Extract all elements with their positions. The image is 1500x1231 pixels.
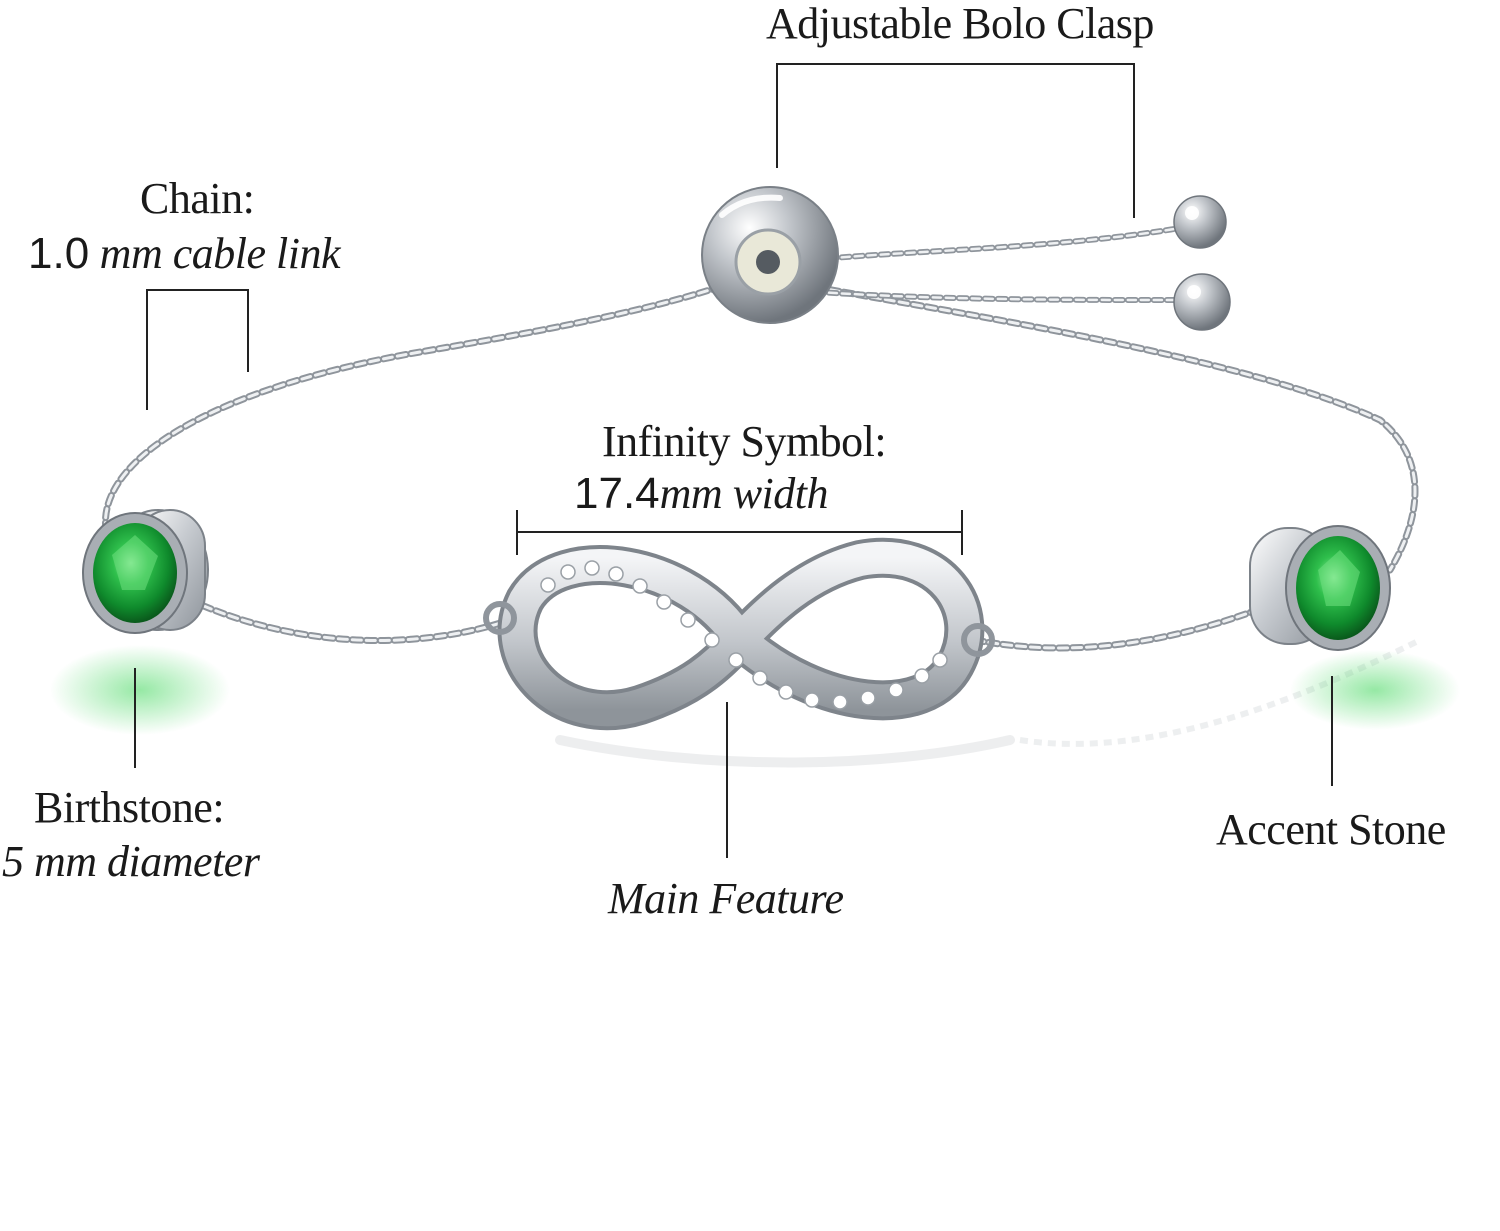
end-bead (1173, 195, 1231, 331)
infinity-dimension-line (516, 510, 963, 555)
birthstone-detail-text: 5 mm diameter (2, 837, 260, 886)
birthstone-glow (50, 645, 230, 735)
chain-title-text: Chain: (140, 174, 255, 223)
main-feature-text: Main Feature (608, 874, 844, 923)
infinity-detail: mm width (659, 469, 829, 518)
accent-stone-glow (1290, 650, 1460, 730)
chain-size: 1.0 (28, 229, 90, 278)
pave-stones (540, 560, 948, 710)
clasp-leader-line (776, 63, 1135, 218)
shadows (555, 637, 1422, 768)
accent-stone-text: Accent Stone (1216, 805, 1446, 854)
chain-title: Chain: (140, 174, 255, 223)
accent-stone-label: Accent Stone (1216, 808, 1446, 852)
clasp-title: Adjustable Bolo Clasp (766, 0, 1154, 48)
callout-lines (134, 63, 1333, 858)
infinity-title: Infinity Symbol: (602, 417, 887, 466)
infinity-size: 17.4 (574, 469, 660, 518)
chain-spec: 1.0 mm cable link (28, 232, 340, 276)
infinity-spec: 17.4mm width (574, 469, 829, 518)
accent-stone-gem (1249, 525, 1391, 651)
bracelet-chain (102, 225, 1419, 652)
birthstone-title: Birthstone: (34, 783, 225, 832)
main-feature-label: Main Feature (608, 877, 844, 921)
chain-detail: mm cable link (99, 229, 341, 278)
infinity-title-text: Infinity Symbol: (602, 417, 887, 466)
birthstone-gem (82, 509, 209, 634)
infinity-pendant (483, 538, 995, 731)
chain-leader-line (146, 289, 249, 410)
bolo-slider-bead (701, 186, 839, 324)
birthstone-detail: 5 mm diameter (2, 837, 260, 886)
clasp-label: Adjustable Bolo Clasp (766, 2, 1154, 46)
birthstone-title-text: Birthstone: (34, 783, 225, 832)
